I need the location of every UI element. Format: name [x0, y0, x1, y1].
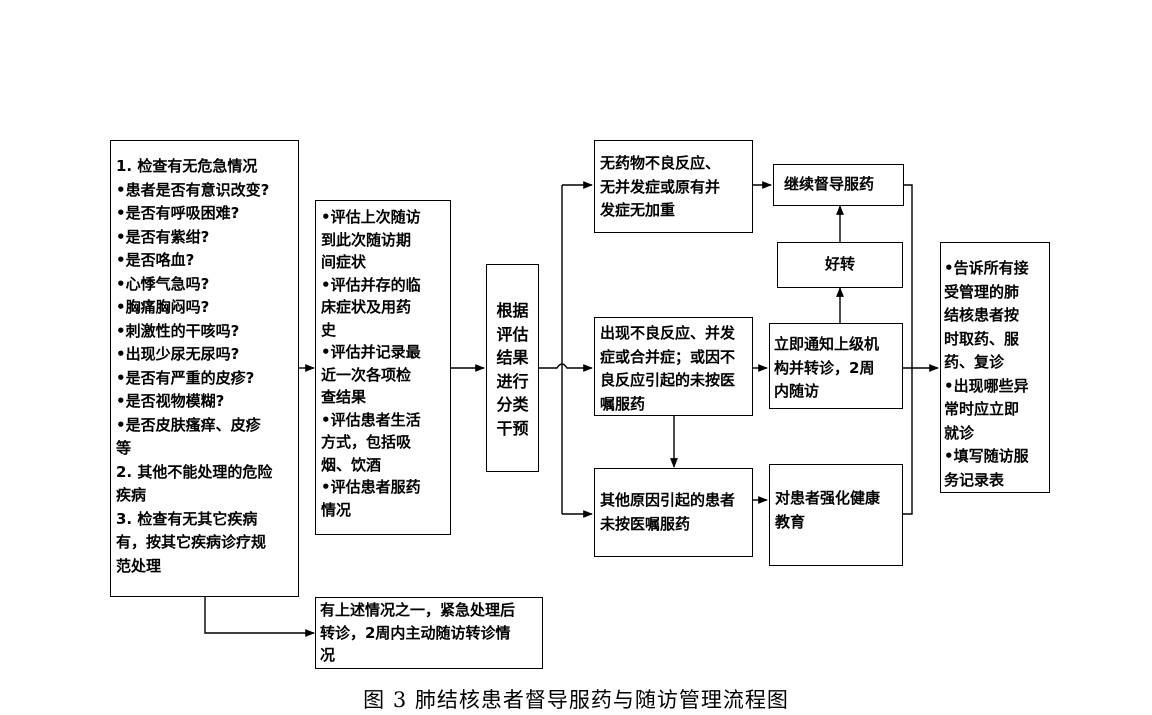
box-text-line: •是否皮肤瘙痒、皮疹 [116, 415, 261, 434]
box-text-line: 立即通知上级机 [774, 335, 880, 353]
box-text-line: 构并转诊，2周 [774, 358, 875, 377]
box-text-line: 务记录表 [944, 470, 1005, 489]
box-text-line: •是否有严重的皮疹? [116, 368, 255, 387]
box-text-line: •是否有紫绀? [116, 227, 210, 246]
line-continue-right [902, 184, 913, 515]
box-text-line: 好转 [824, 255, 855, 274]
arrow-classify-to-branch [538, 363, 593, 372]
emergency-referral-box: 有上述情况之一，紧急处理后转诊，2周内主动随访转诊情况 [315, 597, 543, 669]
box-text-line: 症或合并症；或因不 [600, 347, 736, 366]
box-text-line: •告诉所有接 [944, 259, 1029, 277]
box-text-line: •是否咯血? [116, 251, 195, 269]
improvement-box: 好转 [777, 242, 903, 288]
box-text-line: •出现少尿无尿吗? [116, 345, 240, 363]
classify-intervene-box: 根据评估结果进行分类干预 [486, 264, 539, 472]
box-text-line: •出现哪些异 [944, 376, 1029, 395]
box-text-line: 出现不良反应、并发 [600, 324, 736, 342]
box-text-line: •评估并记录最 [321, 343, 421, 361]
box-text-line: 结果 [496, 348, 529, 367]
box-text-line: 药、复诊 [944, 353, 1005, 371]
no-adverse-reaction-box: 无药物不良反应、无并发症或原有并发症无加重 [594, 140, 753, 233]
box-text-line: 到此次随访期 [321, 230, 412, 249]
box-text-line: 间症状 [321, 253, 367, 271]
box-text-line: 无并发症或原有并 [600, 177, 721, 196]
box-text-line: 等 [116, 439, 132, 457]
box-text-line: 对患者强化健康 [775, 489, 881, 507]
box-text-line: •是否视物模糊? [116, 392, 225, 410]
figure-caption: 图 3 肺结核患者督导服药与随访管理流程图 [363, 688, 789, 712]
box-text-line: 评估 [496, 324, 529, 344]
other-reason-box: 其他原因引起的患者未按医嘱服药 [594, 468, 753, 557]
box-text-line: •评估上次随访 [321, 208, 421, 226]
box-text-line: •刺激性的干咳吗? [116, 321, 240, 340]
box-text-line: 转诊，2周内主动随访转诊情 [320, 623, 511, 642]
box-text-line: 1. 检查有无危急情况 [116, 157, 258, 175]
box-text-line: 时取药、服 [944, 329, 1020, 348]
box-text-line: 况 [320, 646, 336, 664]
box-text-line: 就诊 [944, 423, 975, 442]
box-text-line: 根据 [496, 301, 529, 320]
box-text-line: •评估并存的临 [321, 275, 421, 294]
box-text-line: 范处理 [116, 556, 162, 575]
box-text-line: •评估患者服药 [321, 478, 421, 496]
box-text-line: 嘱服药 [600, 394, 646, 413]
box-text-line: 常时应立即 [944, 400, 1020, 418]
box-text-line: 受管理的肺 [944, 282, 1020, 301]
assessment-box: •评估上次随访到此次随访期间症状 •评估并存的临床症状及用药史 •评估并记录最近一次… [315, 200, 451, 535]
arrow-check-to-emergency [204, 596, 315, 637]
box-text-line: 教育 [775, 512, 806, 531]
box-text-line: 干预 [496, 418, 529, 438]
box-text-line: 有，按其它疾病诊疗规 [116, 533, 267, 551]
box-text-line: 分类 [496, 395, 529, 414]
box-text-line: 方式，包括吸 [321, 433, 412, 451]
box-text-line: 其他原因引起的患者 [600, 491, 736, 509]
health-education-box: 对患者强化健康教育 [769, 464, 903, 566]
box-text-line: 有上述情况之一，紧急处理后 [320, 601, 516, 619]
patient-instructions-box: •告诉所有接受管理的肺结核患者按时取药、服药、复诊 •出现哪些异常时应立即就诊 •填… [940, 242, 1050, 493]
box-text-line: 史 [321, 320, 337, 339]
emergency-check-box: 1. 检查有无危急情况 •患者是否有意识改变? •是否有呼吸困难? •是否有紫绀? •是… [110, 140, 299, 597]
box-text-line: 3. 检查有无其它疾病 [116, 509, 258, 528]
adverse-reaction-box: 出现不良反应、并发症或合并症；或因不良反应引起的未按医嘱服药 [594, 317, 753, 416]
box-text-line: 进行 [496, 371, 529, 391]
box-text-line: •心悸气急吗? [116, 274, 210, 293]
box-text-line: •是否有呼吸困难? [116, 204, 240, 222]
box-text-line: •胸痛胸闷吗? [116, 298, 210, 316]
box-text-line: 情况 [321, 500, 352, 519]
box-text-line: 烟、饮酒 [321, 455, 382, 474]
box-text-line: 疾病 [116, 486, 147, 504]
box-text-line: 无药物不良反应、 [600, 154, 721, 172]
continue-supervision-box: 继续督导服药 [773, 164, 904, 206]
box-text-line: •患者是否有意识改变? [116, 180, 270, 199]
box-text-line: 良反应引起的未按医 [600, 371, 736, 389]
box-text-line: 床症状及用药 [321, 298, 412, 316]
box-text-line: 继续督导服药 [784, 175, 875, 193]
notify-refer-box: 立即通知上级机构并转诊，2周内随访 [769, 323, 903, 409]
box-text-line: •评估患者生活 [321, 410, 421, 429]
box-text-line: 2. 其他不能处理的危险 [116, 462, 273, 481]
box-text-line: 内随访 [774, 382, 820, 400]
box-text-line: 结核患者按 [944, 306, 1020, 324]
box-text-line: 未按医嘱服药 [600, 514, 691, 533]
box-text-line: 查结果 [321, 388, 367, 406]
box-text-line: 近一次各项检 [321, 365, 412, 384]
box-text-line: 发症无加重 [600, 201, 676, 219]
box-text-line: •填写随访服 [944, 447, 1029, 465]
